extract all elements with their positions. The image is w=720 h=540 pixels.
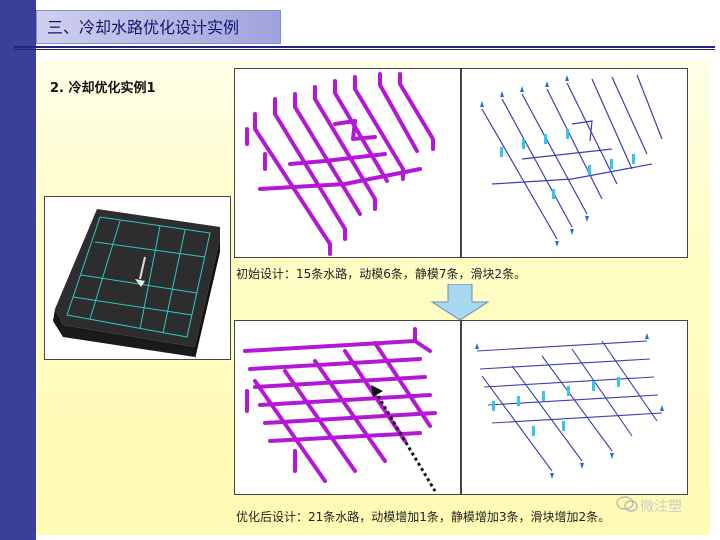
section-subtitle: 2. 冷却优化实例1 [50,81,156,96]
optimized-pipe-layout [234,320,461,495]
watermark: 微注塑 [640,499,682,515]
initial-design-caption: 初始设计：15条水路，动模6条，静模7条，滑块2条。 [236,267,527,281]
title-divider [14,46,715,48]
initial-pipe-layout [234,68,461,258]
sidebar-band [0,0,36,540]
watermark-logo-icon [616,496,638,512]
optimized-flow-layout [461,320,688,495]
arrow-down-icon [430,284,490,321]
mold-part-image [44,196,231,360]
initial-flow-layout [461,68,688,258]
optimized-design-caption: 优化后设计：21条水路，动模增加1条，静模增加3条，滑块增加2条。 [236,510,611,524]
title-divider-thin [14,49,715,50]
slide-title: 三、冷却水路优化设计实例 [36,10,281,44]
